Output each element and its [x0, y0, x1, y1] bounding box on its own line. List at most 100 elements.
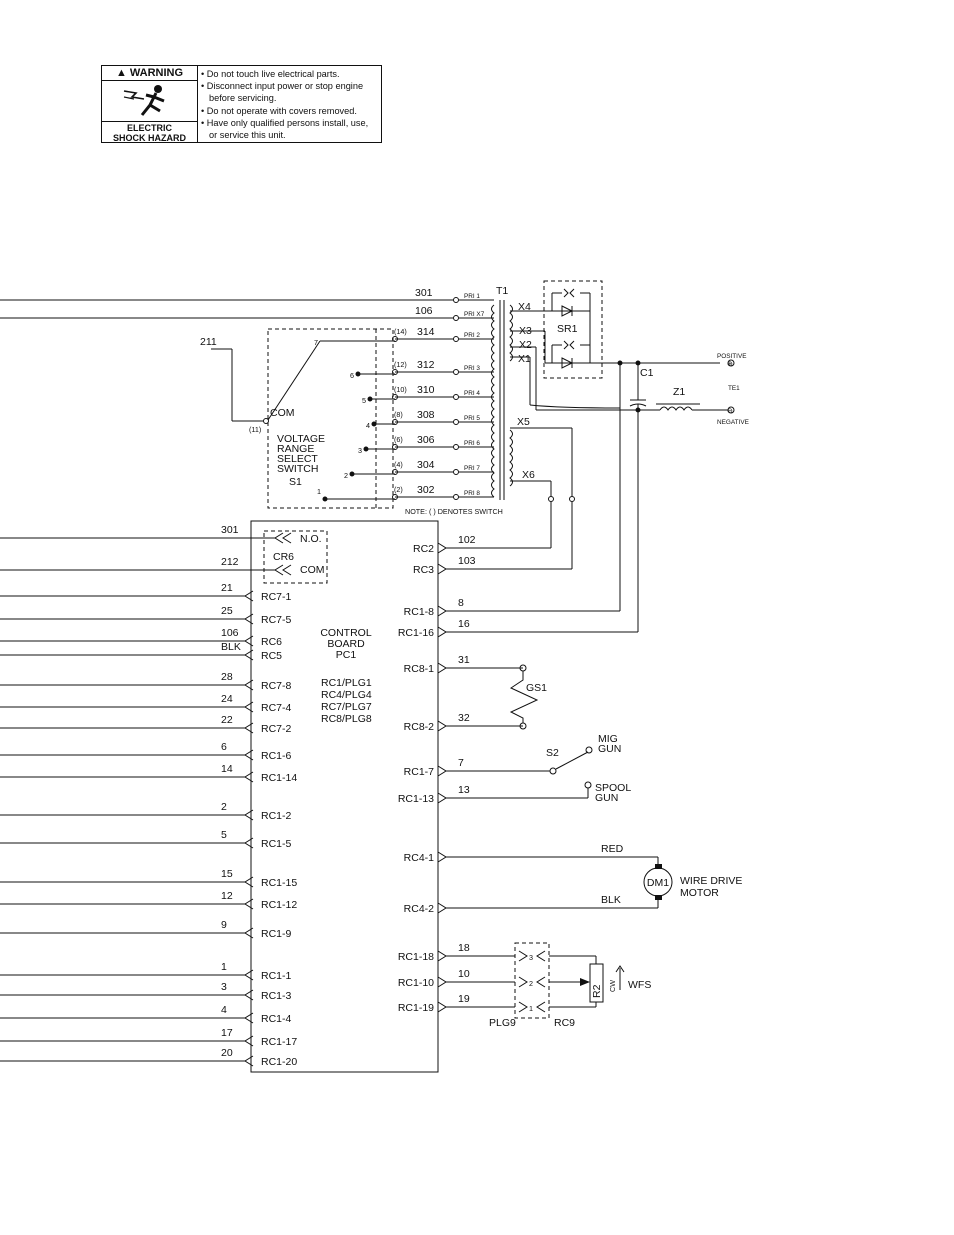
primary-wire-number: 301	[415, 287, 433, 299]
left-pin-connector	[244, 722, 254, 734]
switch-title-line: RANGE	[277, 443, 314, 455]
pot-label: R2	[591, 984, 603, 998]
primary-tap-label: PRI X7	[464, 311, 485, 318]
warning-item-text: Disconnect input power or stop engine be…	[206, 81, 364, 104]
plg9-connector	[518, 1001, 528, 1013]
left-pin-label: RC5	[261, 650, 282, 662]
switch-title-line: SWITCH	[277, 463, 318, 475]
secondary-label: X2	[519, 339, 532, 351]
pot-wfs-label: WFS	[628, 979, 651, 991]
switch-position-number: 7	[314, 338, 318, 347]
relay-cr6-box	[263, 530, 328, 584]
primary-tap-label: PRI 7	[464, 465, 480, 472]
left-pin-connector	[244, 590, 254, 602]
rc9-connector	[536, 976, 546, 988]
s2-label: S2	[546, 747, 559, 759]
spool-gun-label: GUN	[595, 792, 618, 804]
warning-item-text: Do not touch live electrical parts.	[206, 69, 340, 79]
warning-item-text: Have only qualified persons install, use…	[206, 117, 369, 141]
right-pin-label: RC1-7	[404, 766, 435, 778]
plg9-pin-number: 3	[529, 953, 533, 962]
switch-position-number: 5	[362, 396, 366, 405]
junction-dot	[635, 407, 641, 413]
secondary-label: X4	[518, 301, 531, 313]
board-title-line: BOARD	[327, 638, 365, 650]
left-pin-label: RC1-14	[261, 772, 297, 784]
shock-hazard-icon	[102, 81, 197, 122]
left-wire-number: 14	[221, 763, 233, 775]
primary-terminal	[453, 469, 459, 475]
rectifier-label: SR1	[557, 323, 578, 335]
left-pin-label: RC1-9	[261, 928, 292, 940]
left-wire-number: 212	[221, 556, 239, 568]
primary-terminal	[453, 297, 459, 303]
board-title-line: CONTROL	[320, 627, 371, 639]
motor-name-line: MOTOR	[680, 887, 719, 899]
switch-pin-number: (8)	[394, 410, 403, 419]
left-wire-number: 28	[221, 671, 233, 683]
rectifier-internals	[510, 288, 720, 369]
plg9-box	[514, 942, 550, 1019]
right-pin-label: RC3	[413, 564, 434, 576]
right-pin-connector	[437, 542, 447, 554]
mig-gun-label: MIG	[598, 733, 618, 745]
left-wire-number: 3	[221, 981, 227, 993]
right-wire-number: 10	[458, 968, 470, 980]
hazard-line1: ELECTRIC	[127, 123, 172, 133]
right-pin-connector	[437, 720, 447, 732]
primary-terminal	[453, 369, 459, 375]
switch-pin-number: (12)	[394, 360, 407, 369]
secondary-label: X1	[518, 353, 531, 365]
relay-no-label: N.O.	[300, 533, 322, 545]
right-pin-connector	[437, 765, 447, 777]
relay-label: CR6	[273, 551, 294, 563]
secondary-label: X6	[522, 469, 535, 481]
left-wire-number: 25	[221, 605, 233, 617]
switch-com-label: COM	[270, 407, 295, 419]
board-plug-line: RC7/PLG7	[321, 701, 372, 713]
plg9-label: PLG9	[489, 1017, 516, 1029]
right-wire-number: 103	[458, 555, 476, 567]
left-wire-number: 15	[221, 868, 233, 880]
primary-wire-number: 314	[417, 326, 435, 338]
warning-left-panel: ▲ WARNING ELECTRIC SHOCK HAZARD	[102, 66, 198, 143]
rc9-connector	[536, 1001, 546, 1013]
left-pin-connector	[244, 679, 254, 691]
switch-position-number: 1	[317, 487, 321, 496]
left-wire-number: 12	[221, 890, 233, 902]
left-pin-label: RC1-4	[261, 1013, 292, 1025]
left-pin-connector	[244, 969, 254, 981]
right-wire-number: RED	[601, 843, 624, 855]
right-pin-label: RC1-16	[398, 627, 434, 639]
secondary-leads	[510, 427, 575, 569]
left-pin-connector	[244, 898, 254, 910]
left-pin-label: RC6	[261, 636, 282, 648]
board-plug-line: RC8/PLG8	[321, 713, 372, 725]
left-pin-connector	[244, 837, 254, 849]
right-wire-number: 18	[458, 942, 470, 954]
switch-ref: S1	[289, 476, 302, 488]
relay-contact-com	[274, 564, 292, 576]
switch-title-line: VOLTAGE	[277, 433, 325, 445]
right-pin-connector	[437, 605, 447, 617]
right-wire-number: 13	[458, 784, 470, 796]
switch-title-line: SELECT	[277, 453, 318, 465]
left-wire-number: 301	[221, 524, 239, 536]
left-pin-label: RC1-20	[261, 1056, 297, 1068]
right-pin-label: RC1-18	[398, 951, 434, 963]
right-wire-number: BLK	[601, 894, 621, 906]
relay-com-label: COM	[300, 564, 325, 576]
primary-terminal	[453, 444, 459, 450]
switch-pin-number: (2)	[394, 485, 403, 494]
gas-solenoid-gs1	[509, 664, 539, 730]
primary-tap-label: PRI 6	[464, 440, 480, 447]
switch-position-number: 4	[366, 421, 370, 430]
plg9-connector	[518, 976, 528, 988]
switch-pin-number: (10)	[394, 385, 407, 394]
right-pin-label: RC4-1	[404, 852, 435, 864]
pot-cw-label: CW	[608, 980, 617, 992]
left-pin-label: RC1-12	[261, 899, 297, 911]
primary-terminal	[453, 394, 459, 400]
switch-pin-number: (6)	[394, 435, 403, 444]
